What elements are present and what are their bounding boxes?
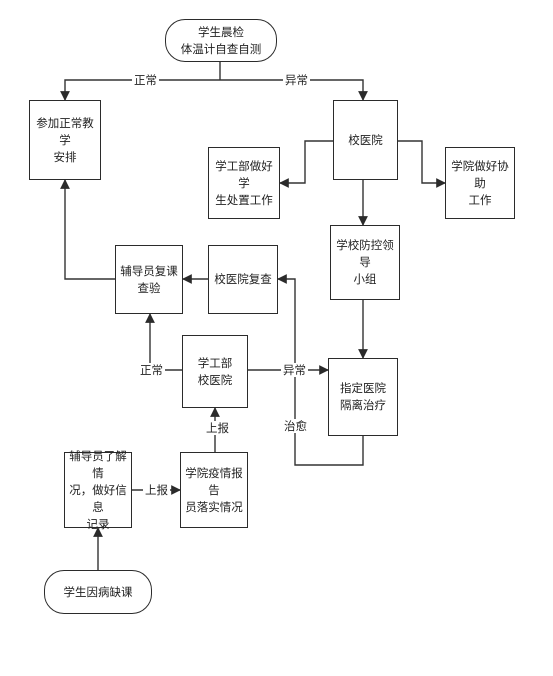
connector-cured-loop (277, 274, 364, 466)
connector-to-college-assist (398, 140, 446, 188)
node-normal-teaching: 参加正常教学 安排 (29, 100, 101, 180)
node-student-check: 学生晨检 体温计自查自测 (165, 19, 277, 62)
node-student-affairs-handle: 学工部做好学 生处置工作 (208, 147, 280, 219)
node-prevention-group: 学校防控领导 小组 (330, 225, 400, 300)
label-abnormal-mid: 异常 (281, 363, 308, 377)
node-hospital-recheck: 校医院复查 (208, 245, 278, 314)
node-college-reporter: 学院疫情报告 员落实情况 (180, 452, 248, 528)
label-normal-mid: 正常 (138, 363, 165, 377)
node-sick-leave: 学生因病缺课 (44, 570, 152, 614)
node-counselor-record: 辅导员了解情 况，做好信息 记录 (64, 449, 132, 531)
connector-to-normal-teaching (60, 79, 220, 101)
label-normal-top: 正常 (132, 73, 159, 87)
label-report-up: 上报 (204, 421, 231, 435)
connector-to-school-hospital (220, 79, 368, 101)
node-college-assist: 学院做好协助 工作 (445, 147, 515, 219)
connector-normal-mid (145, 313, 182, 371)
connector-counselor-to-normal (60, 179, 115, 280)
label-cured: 治愈 (282, 419, 309, 433)
node-affairs-hospital: 学工部 校医院 (182, 335, 248, 408)
label-abnormal-top: 异常 (283, 73, 310, 87)
label-report-right: 上报 (143, 483, 170, 497)
connector-to-student-affairs (279, 140, 333, 188)
node-counselor-recheck: 辅导员复课 查验 (115, 245, 183, 314)
node-designated-hospital: 指定医院 隔离治疗 (328, 358, 398, 436)
node-school-hospital: 校医院 (333, 100, 398, 180)
